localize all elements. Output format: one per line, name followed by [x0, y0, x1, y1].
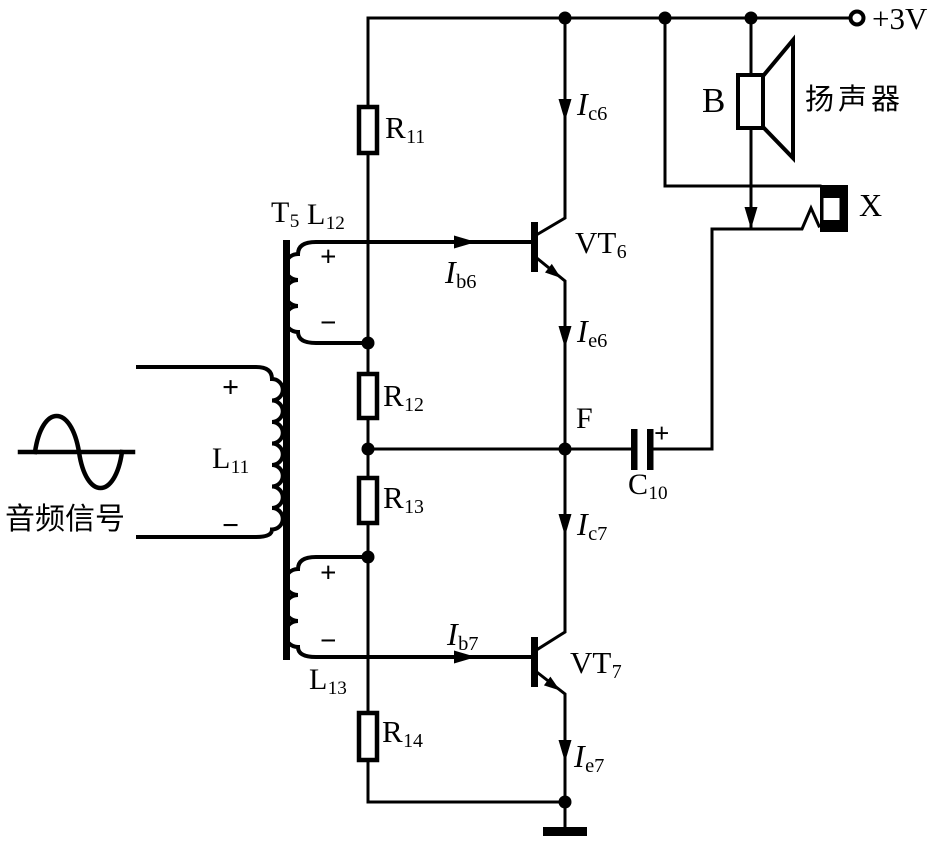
label-Ic7: Ic7: [577, 506, 608, 545]
supply-label: +3V: [872, 1, 928, 36]
wire-rail-to-jack: [663, 16, 822, 188]
polarity-minus-L13: −: [320, 625, 337, 657]
wire-vt7-collector: [535, 447, 567, 652]
wire-output: [651, 227, 714, 451]
label-Ib6: Ib6: [445, 254, 477, 293]
vt6-emitter-arrow: [545, 263, 561, 278]
polarity-minus-L11: −: [222, 509, 240, 542]
label-T5: T5: [271, 196, 300, 232]
label-Ie6: Ie6: [577, 313, 608, 352]
transistor-VT7: [531, 447, 567, 804]
polarity-plus-L13: +: [320, 557, 337, 589]
label-node-F: F: [576, 402, 593, 435]
label-R13: R13: [383, 480, 424, 518]
supply-terminal: [848, 9, 866, 27]
label-R12: R12: [383, 378, 424, 416]
winding-L11: [136, 365, 285, 539]
wire-vt7-emitter: [535, 670, 567, 804]
label-Ie7: Ie7: [574, 738, 605, 777]
resistor-R13: [356, 475, 380, 526]
label-Ib7: Ib7: [447, 616, 479, 655]
label-jack-X: X: [859, 187, 883, 223]
winding-L12: [283, 240, 533, 345]
sine-wave-icon: [17, 413, 136, 491]
transistor-VT6: [531, 16, 567, 451]
vt7-emitter-arrow: [543, 676, 560, 691]
winding-L13: [283, 555, 533, 659]
polarity-plus-L11: +: [222, 371, 240, 404]
label-R11: R11: [385, 110, 426, 148]
label-speaker-B: B: [702, 81, 726, 120]
speaker-B: [736, 34, 795, 163]
arrow-ie7: [558, 740, 572, 762]
arrow-ie6: [558, 326, 572, 348]
polarity-plus-C10: +: [654, 418, 670, 448]
wire-bottom-rail: [366, 758, 567, 804]
transformer-core: [283, 240, 290, 660]
polarity-minus-L12: −: [320, 307, 337, 339]
wire-vt6-emitter: [535, 256, 567, 451]
capacitor-C10: [631, 429, 654, 470]
arrow-ic6: [558, 99, 572, 121]
arrow-ic7: [558, 514, 572, 536]
label-R14: R14: [382, 714, 423, 752]
resistor-R11: [356, 104, 380, 156]
label-VT6: VT6: [575, 225, 627, 263]
label-L12: L12: [307, 198, 345, 234]
arrow-ib7: [454, 650, 476, 664]
label-VT7: VT7: [570, 645, 622, 683]
arrow-speaker-contact: [744, 207, 758, 229]
arrow-ib6: [454, 235, 476, 249]
resistor-R14: [356, 710, 380, 763]
label-L13: L13: [309, 663, 347, 699]
resistor-R12: [356, 371, 380, 421]
label-C10: C10: [628, 468, 668, 504]
label-L11: L11: [212, 442, 250, 478]
jack-switch-lever: [710, 204, 821, 231]
wire-vt6-collector: [535, 16, 567, 237]
label-Ic6: Ic6: [577, 86, 608, 125]
polarity-plus-L12: +: [320, 241, 337, 273]
label-audio-signal: 音频信号: [5, 503, 125, 536]
label-speaker-name: 扬声器: [805, 84, 905, 116]
junction-dots: [361, 11, 758, 809]
jack-X: [820, 185, 848, 232]
